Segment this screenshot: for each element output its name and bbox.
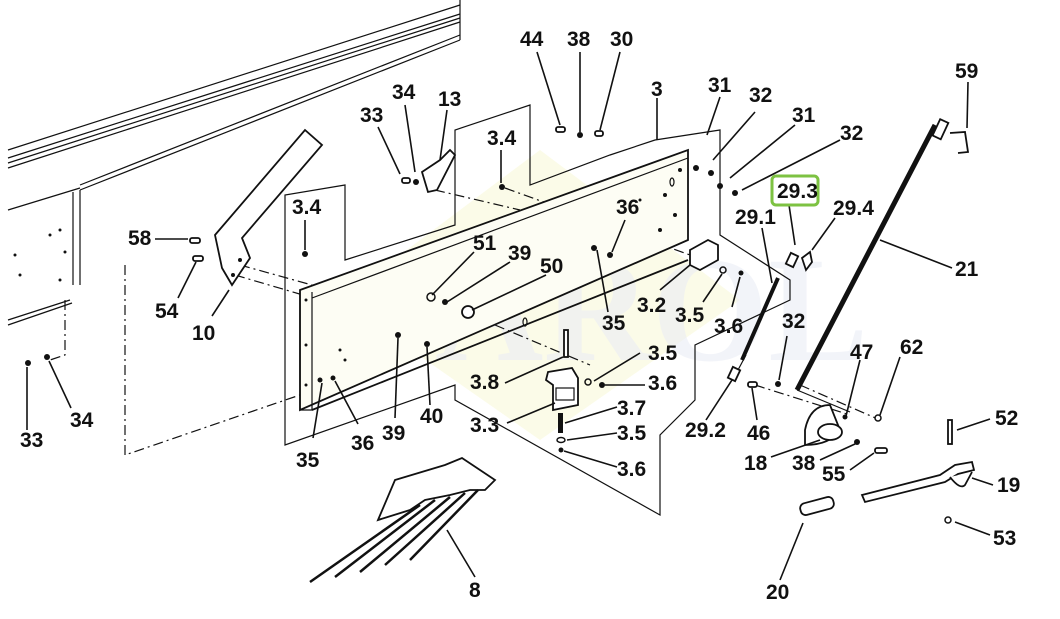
callout-31[interactable]: 31 [792,104,816,127]
callout-32[interactable]: 32 [749,84,772,107]
callout-38[interactable]: 38 [567,28,591,51]
callout-32[interactable]: 32 [840,122,863,145]
callout-3.7[interactable]: 3.7 [617,397,646,420]
callout-58[interactable]: 58 [128,227,152,250]
callout-3.5[interactable]: 3.5 [617,422,647,445]
callouts: 44 38 30 3 31 32 31 32 59 34 13 33 3.4 2… [20,28,1020,604]
callout-3[interactable]: 3 [651,78,663,101]
callout-52[interactable]: 52 [995,407,1018,430]
callout-3.2[interactable]: 3.2 [637,294,666,317]
callout-34[interactable]: 34 [70,409,94,432]
callout-13[interactable]: 13 [438,88,461,111]
callout-29.4[interactable]: 29.4 [833,197,874,220]
callout-3.6[interactable]: 3.6 [617,458,646,481]
callout-8[interactable]: 8 [469,579,481,602]
callout-3.4[interactable]: 3.4 [292,196,322,219]
callout-35[interactable]: 35 [602,312,626,335]
callout-33[interactable]: 33 [360,104,383,127]
hardware [25,126,744,453]
callout-39[interactable]: 39 [382,422,405,445]
callout-32[interactable]: 32 [782,310,805,333]
tailgate-panel-outline [284,104,791,517]
callout-19[interactable]: 19 [997,474,1020,497]
grip-20 [799,496,835,516]
callout-51[interactable]: 51 [473,232,497,255]
callout-29.2[interactable]: 29.2 [685,419,726,442]
callout-3.3[interactable]: 3.3 [470,414,499,437]
callout-3.6[interactable]: 3.6 [648,372,677,395]
callout-3.8[interactable]: 3.8 [470,371,500,394]
callout-3.5[interactable]: 3.5 [648,342,678,365]
handle-59 [949,131,970,154]
callout-36[interactable]: 36 [351,432,374,455]
callout-34[interactable]: 34 [392,81,416,104]
callout-35[interactable]: 35 [296,449,320,472]
callout-39[interactable]: 39 [508,242,531,265]
callout-29.3[interactable]: 29.3 [777,180,818,203]
gas-strut-29 [726,250,813,388]
callout-3.4[interactable]: 3.4 [487,127,517,150]
rod-21 [794,117,950,413]
callout-3.5[interactable]: 3.5 [675,304,705,327]
callout-40[interactable]: 40 [420,405,443,428]
callout-55[interactable]: 55 [822,463,846,486]
callout-36[interactable]: 36 [616,196,639,219]
arm-10 [214,128,324,287]
hinge-18 [804,404,953,524]
callout-38[interactable]: 38 [792,452,816,475]
callout-33[interactable]: 33 [20,429,43,452]
callout-50[interactable]: 50 [540,255,563,278]
bracket-13 [420,148,457,194]
callout-3.6[interactable]: 3.6 [714,315,743,338]
callout-54[interactable]: 54 [155,300,179,323]
callout-29.1[interactable]: 29.1 [735,206,776,229]
callout-18[interactable]: 18 [744,452,768,475]
leader-lines [26,51,994,581]
tines-8 [309,456,497,584]
callout-62[interactable]: 62 [900,336,923,359]
callout-10[interactable]: 10 [192,322,215,345]
callout-30[interactable]: 30 [610,28,633,51]
callout-53[interactable]: 53 [993,527,1016,550]
callout-31[interactable]: 31 [708,74,732,97]
callout-20[interactable]: 20 [766,581,789,604]
body-frame [7,0,461,326]
callout-47[interactable]: 47 [850,341,873,364]
highlight-box-29.3 [770,174,820,207]
callout-44[interactable]: 44 [520,28,544,51]
callout-21[interactable]: 21 [955,258,979,281]
callout-46[interactable]: 46 [747,422,770,445]
callout-59[interactable]: 59 [955,60,978,83]
lever-19 [860,460,976,504]
